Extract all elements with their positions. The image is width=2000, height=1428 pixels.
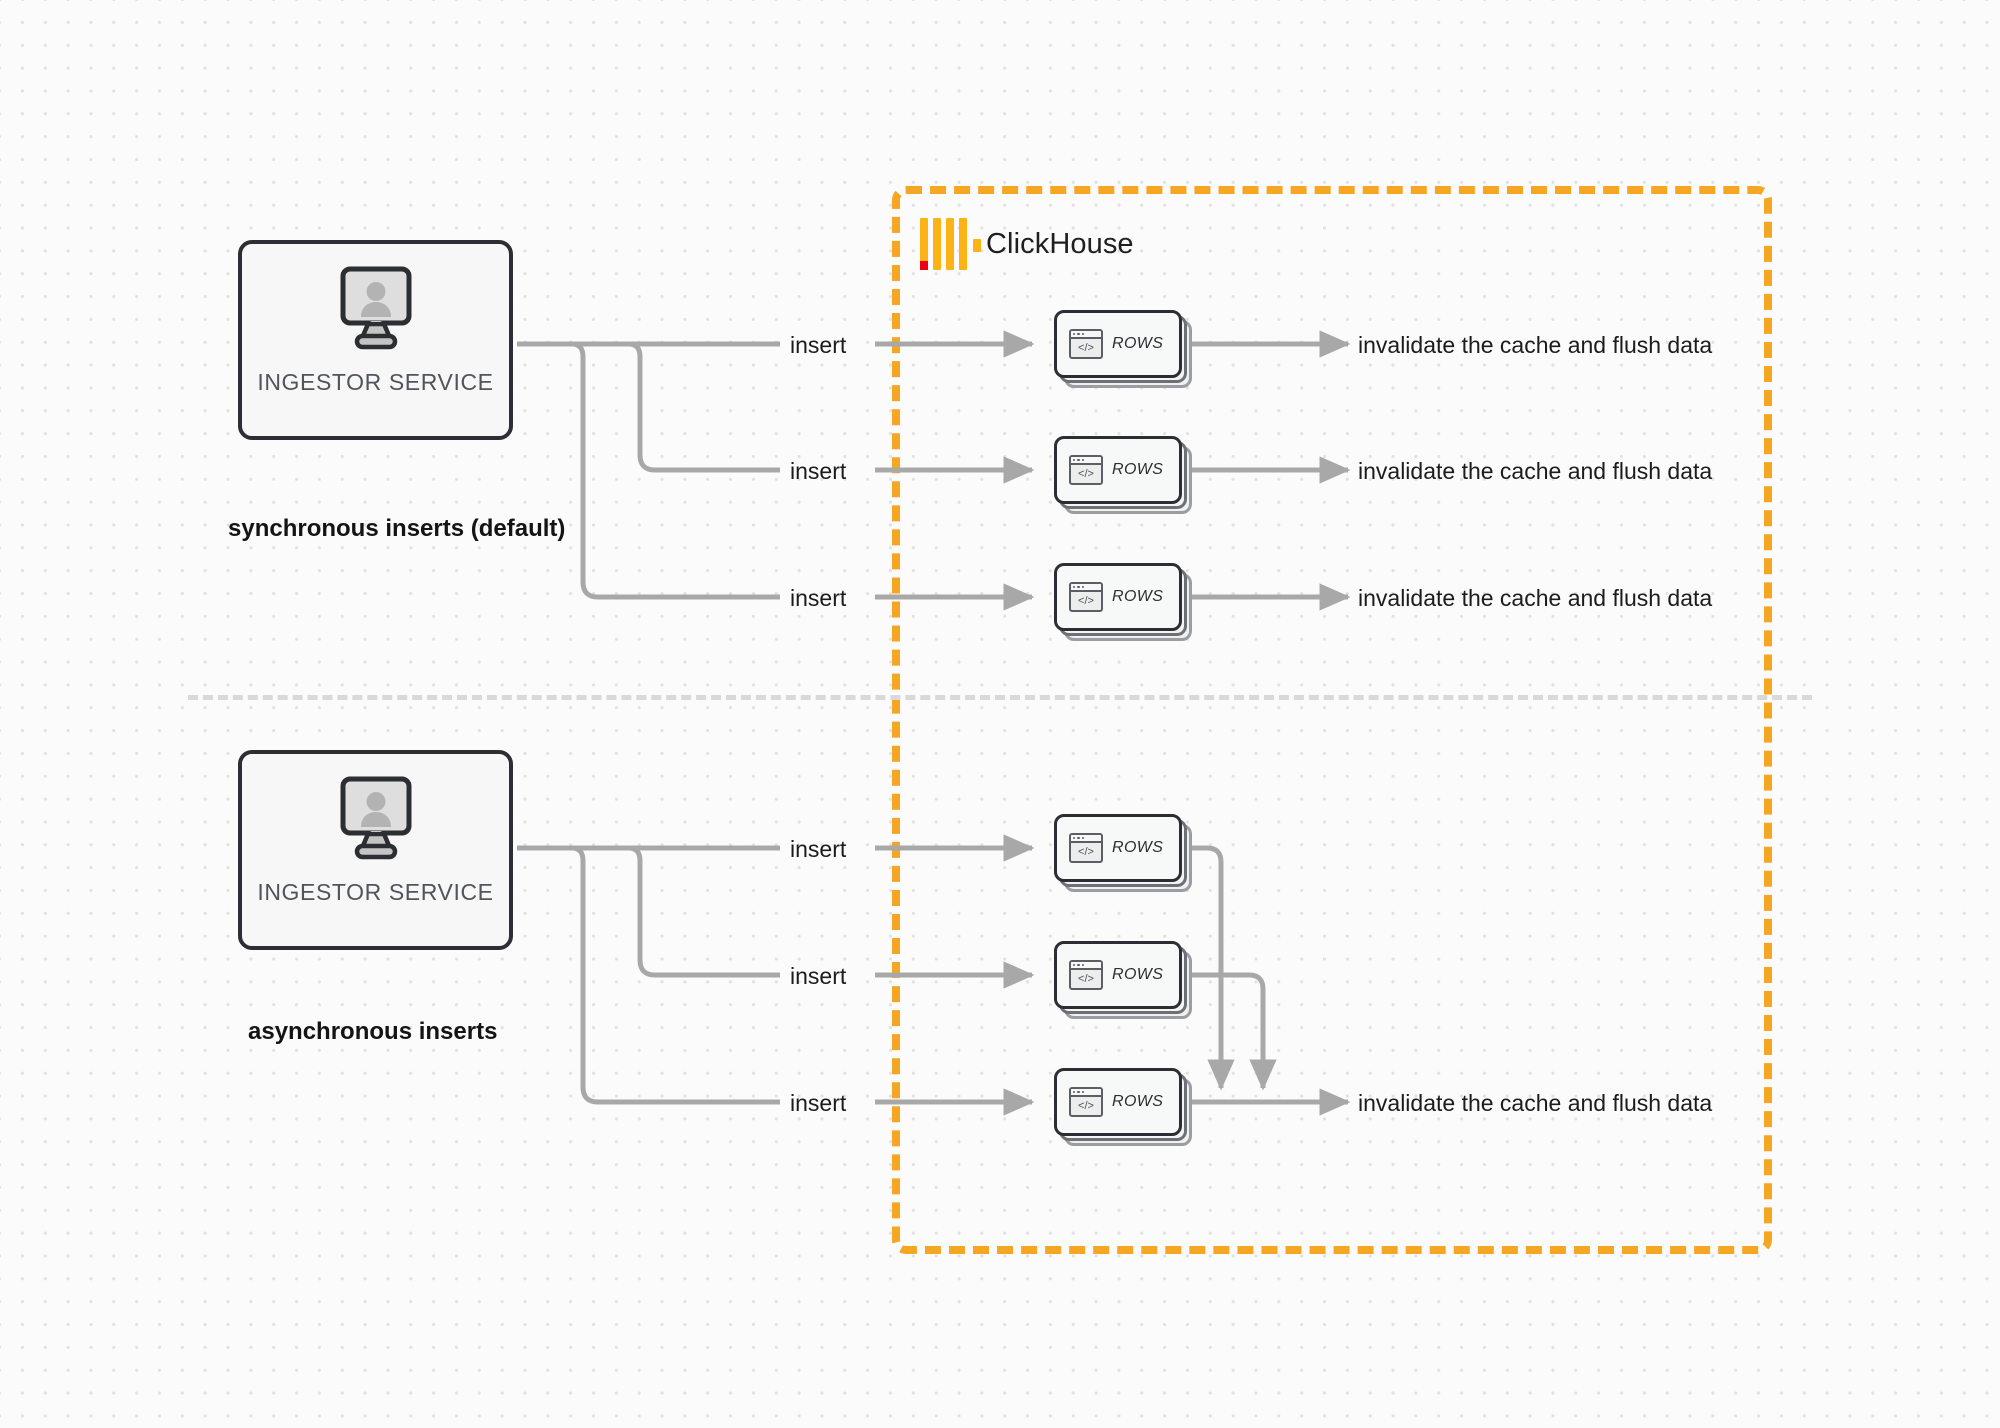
result-label-sync-1: invalidate the cache and flush data xyxy=(1358,332,1713,358)
window-titlebar xyxy=(1071,331,1101,339)
rows-card-async-2[interactable]: </> ROWS xyxy=(1054,941,1192,1019)
code-glyph: </> xyxy=(1078,467,1094,480)
window-titlebar xyxy=(1071,1089,1101,1097)
clickhouse-logo-icon xyxy=(920,218,981,270)
rows-card-async-1[interactable]: </> ROWS xyxy=(1054,814,1192,892)
rows-card-sync-1[interactable]: </> ROWS xyxy=(1054,310,1192,388)
card-front: </> ROWS xyxy=(1054,941,1182,1009)
window-titlebar xyxy=(1071,962,1101,970)
section-caption-synchronous: synchronous inserts (default) xyxy=(228,515,566,542)
rows-card-async-3[interactable]: </> ROWS xyxy=(1054,1068,1192,1146)
window-titlebar xyxy=(1071,584,1101,592)
code-window-icon: </> xyxy=(1069,960,1103,990)
insert-label-async-3: insert xyxy=(790,1090,847,1116)
card-front: </> ROWS xyxy=(1054,814,1182,882)
card-front: </> ROWS xyxy=(1054,436,1182,504)
card-front: </> ROWS xyxy=(1054,563,1182,631)
logo-bar-1 xyxy=(920,218,928,270)
clickhouse-boundary xyxy=(892,186,1772,1254)
rows-card-label: ROWS xyxy=(1112,966,1164,983)
result-label-sync-3: invalidate the cache and flush data xyxy=(1358,585,1713,611)
code-glyph: </> xyxy=(1078,845,1094,858)
insert-label-async-1: insert xyxy=(790,836,847,862)
section-caption-asynchronous: asynchronous inserts xyxy=(248,1018,498,1045)
rows-card-label: ROWS xyxy=(1112,461,1164,478)
section-divider xyxy=(188,695,1812,700)
ingestor-service-sync[interactable]: INGESTOR SERVICE xyxy=(238,240,513,440)
ingestor-service-label: INGESTOR SERVICE xyxy=(257,369,494,395)
code-window-icon: </> xyxy=(1069,455,1103,485)
monitor-user-icon xyxy=(330,266,422,357)
clickhouse-label: ClickHouse xyxy=(986,227,1134,260)
monitor-user-icon xyxy=(330,776,422,867)
rows-card-sync-2[interactable]: </> ROWS xyxy=(1054,436,1192,514)
logo-bar-2 xyxy=(933,218,941,270)
code-glyph: </> xyxy=(1078,594,1094,607)
window-titlebar xyxy=(1071,835,1101,843)
code-glyph: </> xyxy=(1078,1099,1094,1112)
rows-card-label: ROWS xyxy=(1112,839,1164,856)
insert-label-sync-2: insert xyxy=(790,458,847,484)
logo-accent-square xyxy=(973,239,981,252)
rows-card-sync-3[interactable]: </> ROWS xyxy=(1054,563,1192,641)
code-window-icon: </> xyxy=(1069,329,1103,359)
code-window-icon: </> xyxy=(1069,833,1103,863)
logo-bar-4 xyxy=(959,218,967,270)
result-label-sync-2: invalidate the cache and flush data xyxy=(1358,458,1713,484)
code-window-icon: </> xyxy=(1069,582,1103,612)
card-front: </> ROWS xyxy=(1054,310,1182,378)
code-glyph: </> xyxy=(1078,972,1094,985)
result-label-async: invalidate the cache and flush data xyxy=(1358,1090,1713,1116)
card-front: </> ROWS xyxy=(1054,1068,1182,1136)
insert-label-async-2: insert xyxy=(790,963,847,989)
logo-red-square xyxy=(920,261,928,270)
logo-bar-3 xyxy=(946,218,954,270)
insert-label-sync-3: insert xyxy=(790,585,847,611)
ingestor-service-label: INGESTOR SERVICE xyxy=(257,879,494,905)
code-glyph: </> xyxy=(1078,341,1094,354)
code-window-icon: </> xyxy=(1069,1087,1103,1117)
insert-label-sync-1: insert xyxy=(790,332,847,358)
clickhouse-logo-group: ClickHouse xyxy=(920,218,1134,270)
ingestor-service-async[interactable]: INGESTOR SERVICE xyxy=(238,750,513,950)
rows-card-label: ROWS xyxy=(1112,1093,1164,1110)
window-titlebar xyxy=(1071,457,1101,465)
rows-card-label: ROWS xyxy=(1112,588,1164,605)
rows-card-label: ROWS xyxy=(1112,335,1164,352)
